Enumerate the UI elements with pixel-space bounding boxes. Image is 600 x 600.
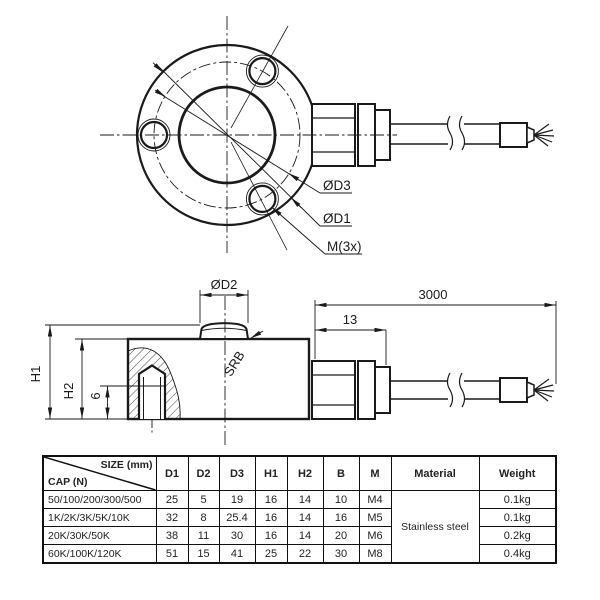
- threaded-hole: [137, 364, 167, 419]
- d1-cell: 32: [155, 508, 189, 527]
- col-header-b: B: [322, 455, 360, 491]
- col-header-m: M: [358, 455, 392, 491]
- d1-cell: 38: [155, 526, 189, 545]
- h1-cell: 25: [254, 544, 288, 564]
- d2-cell: 5: [187, 490, 220, 509]
- h1-cell: 16: [254, 490, 288, 509]
- d3-cell: 25.4: [218, 508, 256, 527]
- side-view: H1 H2 6 ØD2 SRB 13 3000: [28, 277, 557, 447]
- weight-cell: 0.1kg: [478, 490, 557, 509]
- bolt-holes: [137, 54, 279, 216]
- h2-cell: 14: [286, 490, 324, 509]
- b-cell: 30: [322, 544, 360, 564]
- wire-ends-icon: [533, 378, 555, 402]
- h1-cell: 16: [254, 526, 288, 545]
- cable-break-icon: [458, 372, 466, 408]
- d3-cell: 41: [218, 544, 256, 564]
- h1-cell: 16: [254, 508, 288, 527]
- b-cell: 20: [322, 526, 360, 545]
- col-header-h1: H1: [254, 455, 288, 491]
- table-row: 60K/100K/120K 51 15 41 25 22 30 M8 0.4kg: [42, 544, 557, 564]
- d1-cell: 25: [155, 490, 189, 509]
- d2-label: ØD2: [211, 277, 238, 292]
- leaders: [152, 62, 362, 255]
- d2-cell: 15: [187, 544, 220, 564]
- cable-break-icon: [446, 372, 454, 408]
- d1-label: ØD1: [323, 211, 351, 226]
- cap-cell: 50/100/200/300/500: [42, 490, 157, 509]
- material-cell: Stainless steel: [390, 490, 480, 564]
- table-row: 50/100/200/300/500 25 5 19 16 14 10 M4 S…: [42, 490, 557, 564]
- col-header-d1: D1: [155, 455, 189, 491]
- col-header-d2: D2: [187, 455, 220, 491]
- h1-label: H1: [28, 366, 43, 383]
- radial-centerline: [230, 25, 289, 129]
- m-cell: M5: [358, 508, 392, 527]
- h2-label: H2: [61, 383, 76, 400]
- load-button-line: [201, 327, 247, 332]
- cable-break-icon: [446, 115, 454, 151]
- d3-label: ØD3: [323, 178, 351, 193]
- col-header-d3: D3: [218, 455, 256, 491]
- load-button: [198, 322, 250, 340]
- m-cell: M6: [358, 526, 392, 545]
- depth-6-label: 6: [88, 392, 103, 399]
- header-row: SIZE (mm) CAP (N) D1 D2 D3 H1 H2 B M Mat…: [42, 455, 557, 491]
- d3-cell: 30: [218, 526, 256, 545]
- d2-cell: 8: [187, 508, 220, 527]
- col-header-h2: H2: [286, 455, 324, 491]
- col-header-material: Material: [390, 455, 480, 491]
- m-cell: M4: [358, 490, 392, 509]
- cable-length-label: 3000: [419, 287, 448, 302]
- d3-cell: 19: [218, 490, 256, 509]
- weight-cell: 0.1kg: [478, 508, 557, 527]
- wire-ends-icon: [533, 123, 555, 147]
- d1-cell: 51: [155, 544, 189, 564]
- cable-break-icon: [458, 115, 466, 151]
- cap-cell: 1K/2K/3K/5K/10K: [42, 508, 157, 527]
- table-row: 1K/2K/3K/5K/10K 32 8 25.4 16 14 16 M5 0.…: [42, 508, 557, 527]
- weight-cell: 0.2kg: [478, 526, 557, 545]
- cable-front: [390, 115, 555, 151]
- gland-length-label: 13: [343, 312, 357, 327]
- spec-table: SIZE (mm) CAP (N) D1 D2 D3 H1 H2 B M Mat…: [42, 455, 557, 564]
- table-row: 20K/30K/50K 38 11 30 16 14 20 M6 0.2kg: [42, 526, 557, 545]
- h2-cell: 22: [286, 544, 324, 564]
- h2-cell: 14: [286, 508, 324, 527]
- b-cell: 10: [322, 490, 360, 509]
- corner-cell: SIZE (mm) CAP (N): [42, 455, 157, 491]
- top-view: ØD3 ØD1 M(3x): [100, 16, 555, 255]
- cable-side: [390, 372, 555, 408]
- radial-centerline: [230, 141, 288, 251]
- m3x-label: M(3x): [327, 239, 362, 254]
- h2-cell: 14: [286, 526, 324, 545]
- col-header-weight: Weight: [478, 455, 557, 491]
- cap-header: CAP (N): [48, 476, 88, 488]
- cable-gland-side: [311, 360, 391, 420]
- diagonal-divider: [44, 457, 156, 490]
- cap-cell: 60K/100K/120K: [42, 544, 157, 564]
- size-header: SIZE (mm): [100, 459, 153, 471]
- bolt-circle: [153, 61, 301, 209]
- d2-cell: 11: [187, 526, 220, 545]
- m-cell: M8: [358, 544, 392, 564]
- b-cell: 16: [322, 508, 360, 527]
- dimensions: [45, 290, 557, 420]
- cap-cell: 20K/30K/50K: [42, 526, 157, 545]
- weight-cell: 0.4kg: [478, 544, 557, 564]
